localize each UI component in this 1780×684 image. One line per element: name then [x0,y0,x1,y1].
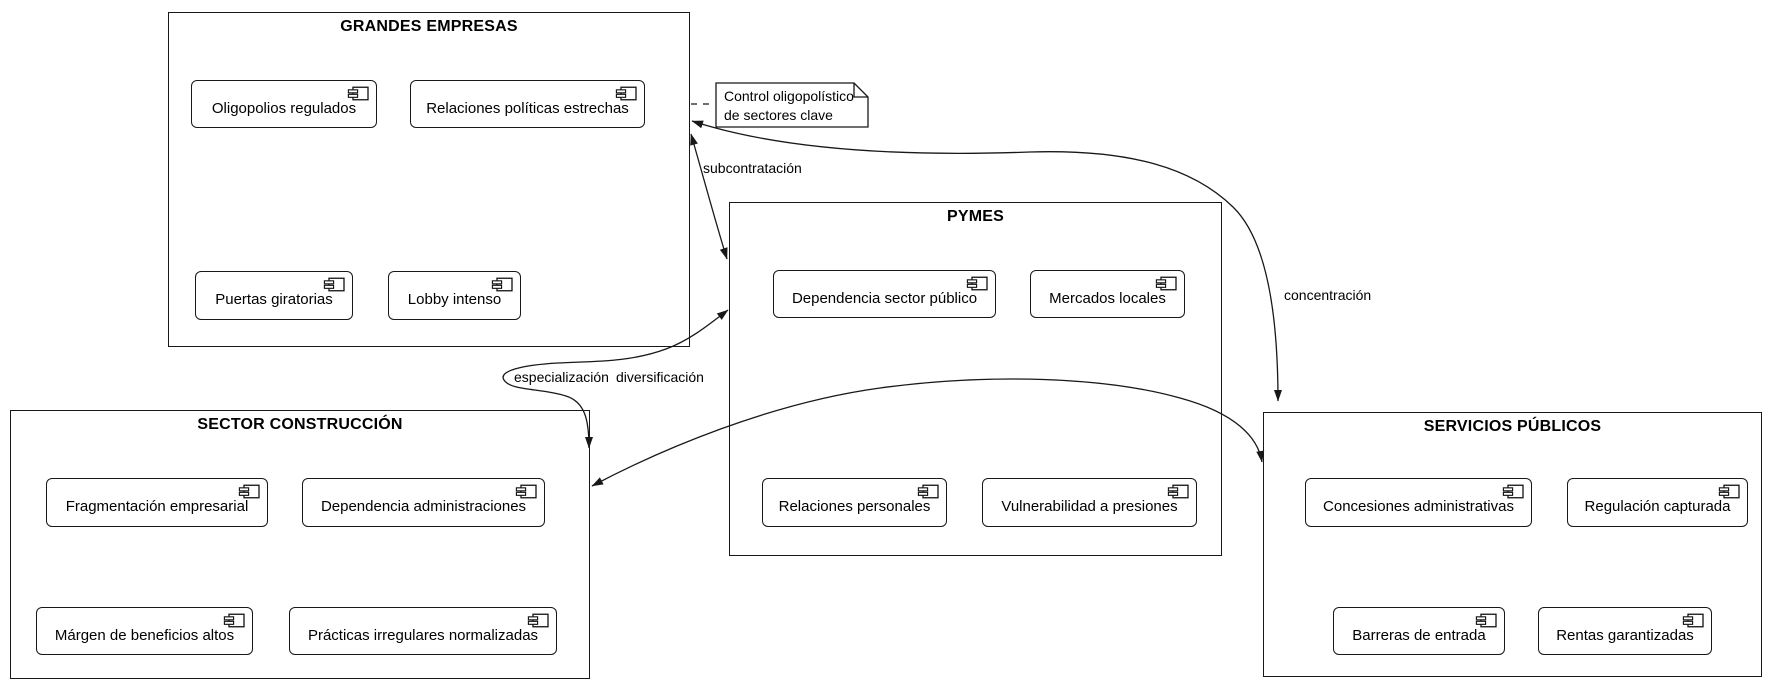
component-concesiones-administrativas: Concesiones administrativas [1305,478,1532,527]
edge-subcontratacion [690,133,728,260]
component-icon [1682,613,1704,628]
package-grandes-empresas: GRANDES EMPRESAS [168,12,690,347]
component-icon [527,613,549,628]
note-fold-icon [853,83,868,98]
edge-especializacion [502,309,729,449]
component-label: Vulnerabilidad a presiones [1001,498,1178,515]
component-label: Concesiones administrativas [1323,498,1514,515]
edge-label-concentracion: concentración [1284,287,1372,303]
component-label: Relaciones políticas estrechas [426,99,629,117]
edge-concentracion [691,120,1282,402]
package-servicios-publicos: SERVICIOS PÚBLICOS [1263,412,1762,677]
component-icon [1475,613,1497,628]
component-icon [1502,484,1524,499]
component-label: Regulación capturada [1584,498,1731,515]
component-mercados-locales: Mercados locales [1030,270,1185,318]
component-icon [491,277,513,292]
component-label: Fragmentación empresarial [65,498,249,515]
component-icon [615,86,637,101]
edge-label-subcontratacion: subcontratación [703,160,802,176]
component-margen-de-beneficios-altos: Márgen de beneficios altos [36,607,253,655]
component-icon [966,276,988,291]
package-title: PYMES [946,208,1004,225]
component-icon [238,484,260,499]
component-label: Barreras de entrada [1352,626,1486,644]
note-line: Control oligopolístico [724,88,854,104]
component-icon [323,277,345,292]
package-title: SERVICIOS PÚBLICOS [1423,418,1602,435]
component-label: Relaciones personales [778,498,931,515]
component-dependencia-sector-publico: Dependencia sector público [773,270,996,318]
package-title: SECTOR CONSTRUCCIÓN [197,416,403,433]
component-label: Lobby intenso [407,291,502,308]
component-fragmentacion-empresarial: Fragmentación empresarial [46,478,268,527]
component-label: Prácticas irregulares normalizadas [307,626,539,644]
note-control-oligopolistico: Control oligopolístico de sectores clave [724,87,854,125]
component-relaciones-personales: Relaciones personales [762,478,947,527]
note-line: de sectores clave [724,107,833,123]
component-icon [917,484,939,499]
component-icon [1155,276,1177,291]
component-rentas-garantizadas: Rentas garantizadas [1538,607,1712,655]
component-barreras-de-entrada: Barreras de entrada [1333,607,1505,655]
component-relaciones-politicas-estrechas: Relaciones políticas estrechas [410,80,645,128]
component-icon [347,86,369,101]
component-icon [1167,484,1189,499]
component-label: Oligopolios regulados [211,99,357,117]
edge-label-diversificacion: diversificación [616,369,704,385]
component-label: Dependencia administraciones [320,498,527,515]
component-icon [223,613,245,628]
component-regulacion-capturada: Regulación capturada [1567,478,1748,527]
component-icon [1718,484,1740,499]
component-puertas-giratorias: Puertas giratorias [195,271,353,320]
component-vulnerabilidad-a-presiones: Vulnerabilidad a presiones [982,478,1197,527]
component-label: Márgen de beneficios altos [54,626,235,644]
edge-diversificacion [591,378,1265,487]
component-dependencia-administraciones: Dependencia administraciones [302,478,545,527]
note-shape [715,82,869,128]
component-label: Rentas garantizadas [1556,626,1694,644]
component-label: Dependencia sector público [791,289,978,307]
edge-label-especializacion: especialización [514,369,609,385]
package-sector-construccion: SECTOR CONSTRUCCIÓN [10,410,590,679]
component-icon [515,484,537,499]
component-lobby-intenso: Lobby intenso [388,271,521,320]
component-practicas-irregulares-normalizadas: Prácticas irregulares normalizadas [289,607,557,655]
package-title: GRANDES EMPRESAS [340,18,518,35]
component-label: Puertas giratorias [215,291,333,308]
component-oligopolios-regulados: Oligopolios regulados [191,80,377,128]
component-label: Mercados locales [1049,289,1166,307]
